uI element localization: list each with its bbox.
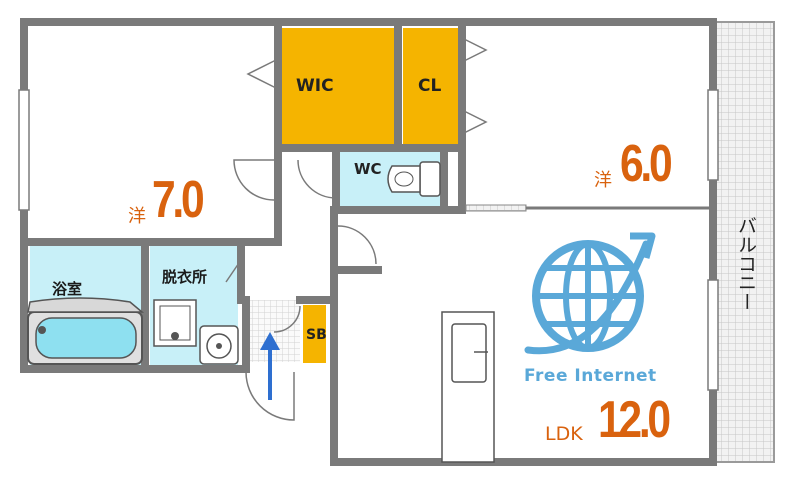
balcony-label: バルコニー: [735, 216, 757, 311]
entrance-tile: [250, 300, 300, 362]
ldk-size: 12.0: [598, 391, 671, 449]
bathroom-label: 浴室: [52, 280, 83, 298]
shoe-box-label: SB: [306, 327, 327, 343]
kitchen-counter-icon: [441, 311, 495, 463]
closet-label: CL: [418, 76, 442, 96]
free-internet-badge: Free Internet: [524, 366, 657, 386]
balcony-area: [712, 21, 775, 463]
sliding-partition: [465, 204, 527, 212]
bathtub-icon: [27, 297, 145, 365]
western-room-6-type: 洋: [594, 170, 612, 191]
western-room-7-size: 7.0: [152, 171, 205, 229]
walk-in-closet-label: WIC: [296, 76, 334, 96]
shoe-box-fill: [303, 305, 326, 363]
door-swings: [225, 37, 488, 421]
globe-icon: [524, 232, 656, 355]
toilet-label: WC: [354, 160, 382, 178]
walk-in-closet-fill: [278, 28, 395, 144]
closet-fill: [403, 28, 458, 144]
toilet-icon: [387, 161, 441, 197]
ldk-type: LDK: [545, 423, 583, 445]
vanity-sink-icon: [199, 325, 239, 365]
dressing-room-label: 脱衣所: [162, 268, 208, 286]
washing-machine-icon: [153, 299, 197, 347]
windows: [18, 89, 719, 391]
entry-arrow-icon: [260, 332, 280, 400]
western-room-7-type: 洋: [128, 206, 146, 227]
western-room-6-size: 6.0: [620, 135, 673, 193]
